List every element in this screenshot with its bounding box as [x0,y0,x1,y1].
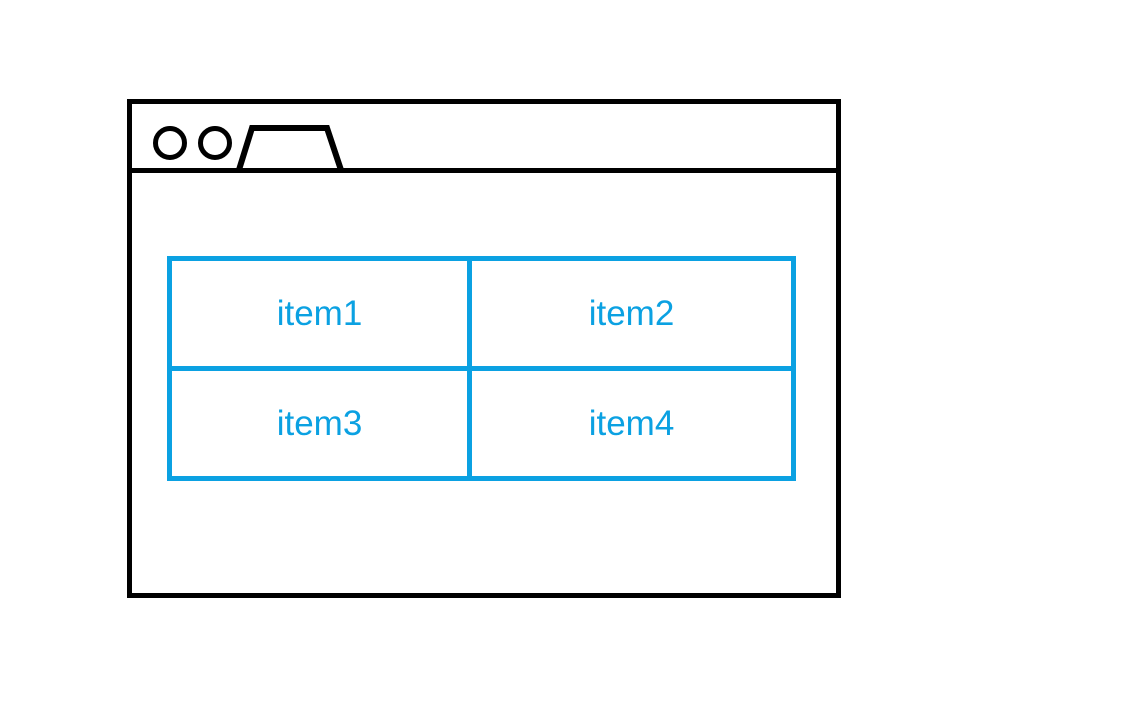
window-content-area: item1 item2 item3 item4 [132,173,836,593]
table-row: item3 item4 [167,366,796,481]
table-cell-item3[interactable]: item3 [167,366,472,481]
window-control-circle-1-icon[interactable] [153,126,187,160]
items-table: item1 item2 item3 item4 [167,256,796,481]
table-row: item1 item2 [167,256,796,371]
window-title-bar [132,104,836,174]
window-control-circle-2-icon[interactable] [198,126,232,160]
items-table-body: item1 item2 item3 item4 [167,256,796,481]
app-window: item1 item2 item3 item4 [127,99,841,598]
table-cell-item1[interactable]: item1 [167,256,472,371]
browser-tab-shape-icon[interactable] [235,123,347,174]
table-cell-item2[interactable]: item2 [467,256,796,371]
table-cell-item4[interactable]: item4 [467,366,796,481]
